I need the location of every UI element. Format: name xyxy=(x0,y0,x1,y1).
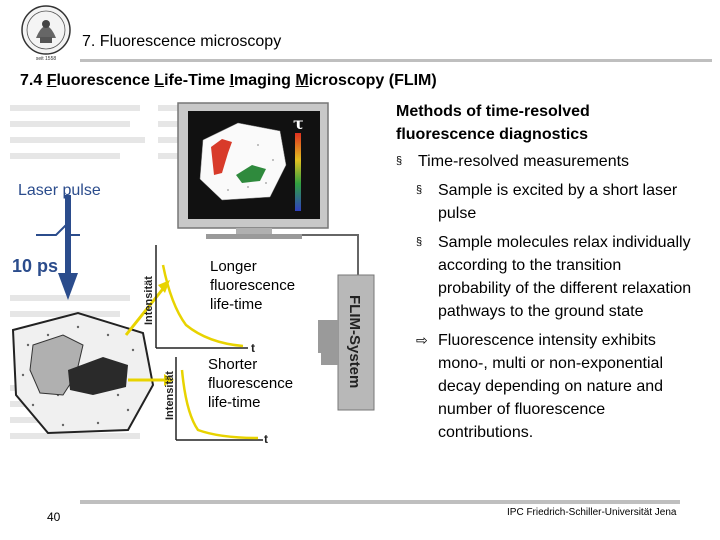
section-title-l-rest: ife-Time xyxy=(164,72,230,89)
section-title-i-rest: maging xyxy=(234,72,296,89)
tau-symbol: τ xyxy=(293,114,304,133)
axis-label-t-2: t xyxy=(264,432,268,446)
header-title: 7. Fluorescence microscopy xyxy=(82,33,282,50)
bullet-item: § Time-resolved measurements xyxy=(396,150,696,173)
university-seal-logo: seit 1558 xyxy=(18,4,74,62)
bullet-item: ⇨ Fluorescence intensity exhibits mono-,… xyxy=(396,329,696,444)
methods-heading: Methods of time-resolved fluorescence di… xyxy=(396,103,590,143)
bullet-marker: § xyxy=(416,184,423,196)
section-title-m-rest: icroscopy (FLIM) xyxy=(308,72,437,89)
footer-divider xyxy=(80,500,680,504)
arrow-marker: ⇨ xyxy=(416,332,428,348)
header-divider xyxy=(80,59,712,62)
page-number: 40 xyxy=(47,510,61,524)
section-title: 7.4 Fluorescence Life-Time Imaging Micro… xyxy=(20,72,437,90)
pulse-duration-label: 10 ps xyxy=(12,256,59,276)
bullet-item: § Sample molecules relax individually ac… xyxy=(396,231,696,323)
section-title-f: F xyxy=(46,72,57,89)
section-title-l: L xyxy=(154,72,165,89)
svg-text:seit 1558: seit 1558 xyxy=(36,56,57,62)
section-title-i: I xyxy=(229,72,235,89)
flim-system-label: FLIM-System xyxy=(346,295,363,388)
axis-label-intensity-1: Intensität xyxy=(143,276,155,325)
axis-label-t-1: t xyxy=(251,341,255,355)
section-title-m: M xyxy=(295,72,309,89)
footer-institution: IPC Friedrich-Schiller-Universität Jena xyxy=(507,507,677,518)
bullet-list: § Time-resolved measurements § Sample is… xyxy=(396,150,696,450)
bullet-marker: § xyxy=(396,155,403,167)
section-title-prefix: 7.4 xyxy=(20,72,47,89)
bullet-text: Sample is excited by a short laser pulse xyxy=(438,182,678,222)
bullet-marker: § xyxy=(416,236,423,248)
axis-label-intensity-2: Intensität xyxy=(164,371,176,420)
bullet-text: Time-resolved measurements xyxy=(418,153,630,170)
caption-shorter-lifetime: Shorter fluorescence life-time xyxy=(205,353,321,414)
caption-longer-lifetime: Longer fluorescence life-time xyxy=(207,255,321,316)
bullet-text: Fluorescence intensity exhibits mono-, m… xyxy=(438,332,664,441)
flim-illustration: τ FLIM-System Intensität t xyxy=(8,95,383,450)
laser-pulse-label: Laser pulse xyxy=(18,182,101,199)
bullet-item: § Sample is excited by a short laser pul… xyxy=(396,179,696,225)
bullet-text: Sample molecules relax individually acco… xyxy=(438,234,692,320)
section-title-f-rest: luorescence xyxy=(56,72,155,89)
